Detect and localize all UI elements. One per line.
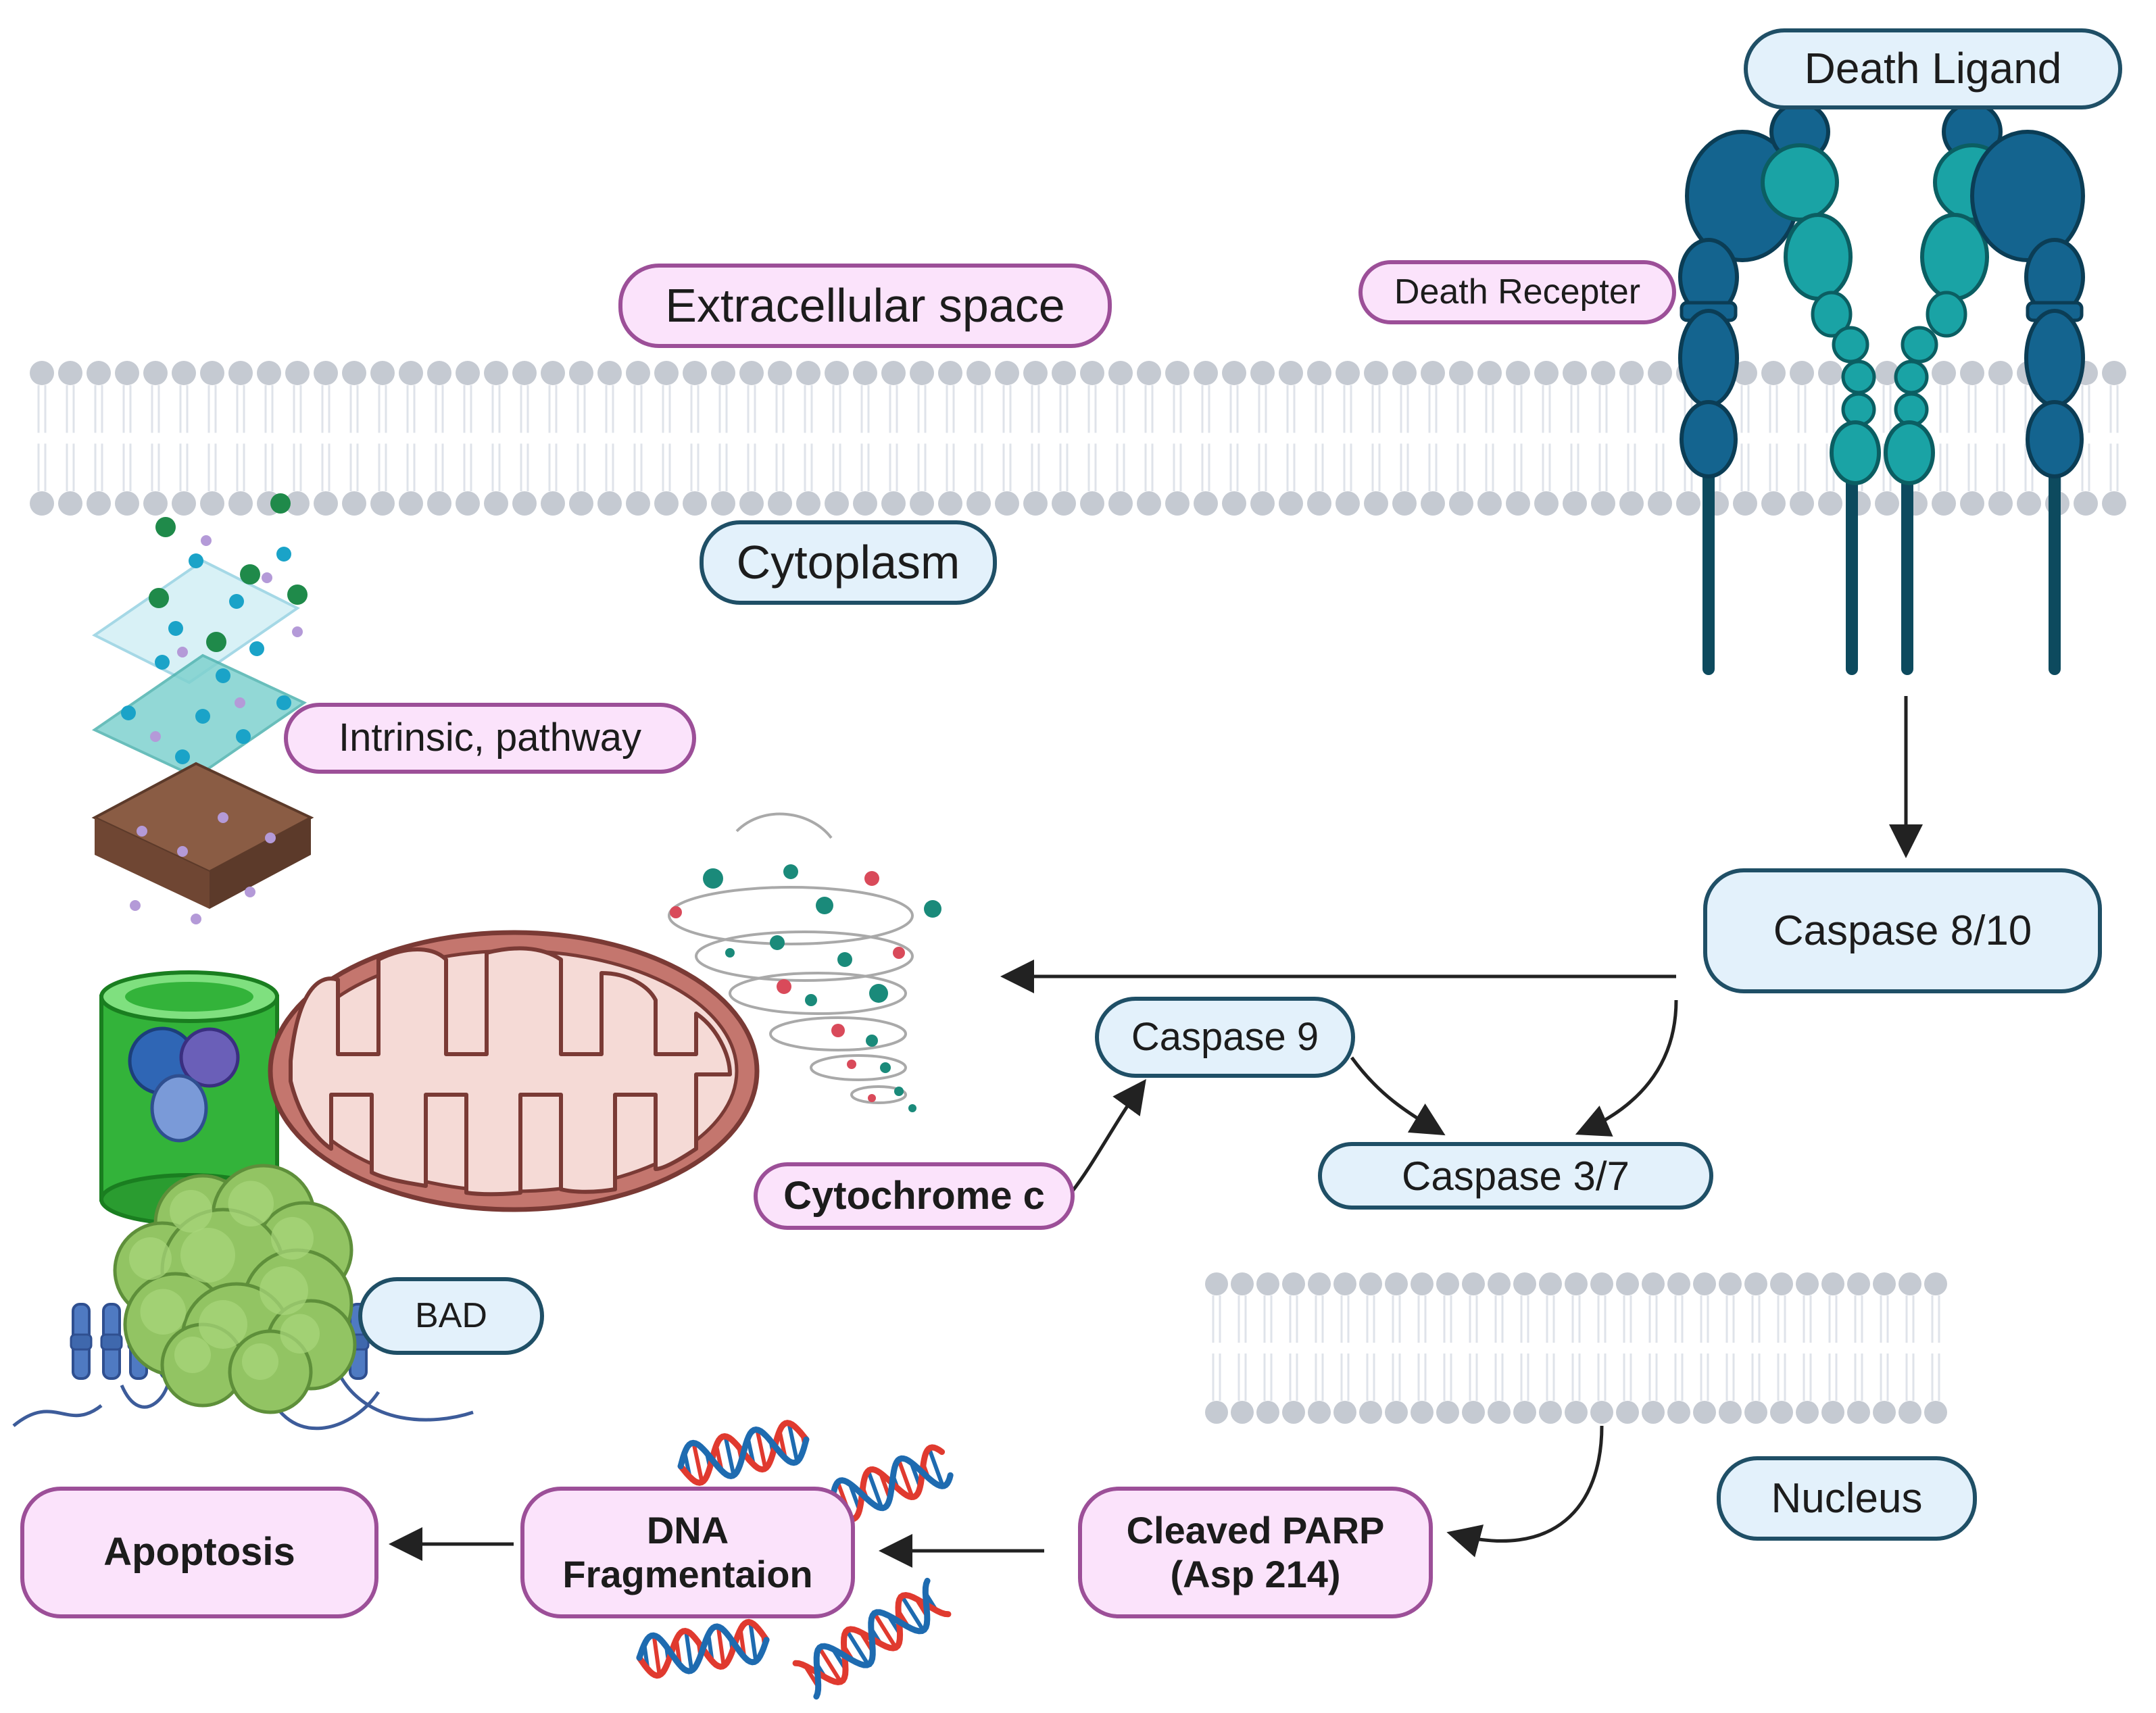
apoptosis-label: Apoptosis bbox=[20, 1487, 378, 1618]
cytoplasm-label: Cytoplasm bbox=[700, 520, 997, 605]
caspase-8-10-label: Caspase 8/10 bbox=[1703, 868, 2102, 993]
arrow-nucleus-to-parp bbox=[1446, 1425, 1604, 1558]
arrows bbox=[389, 696, 1923, 1568]
cytochrome-c-label: Cytochrome c bbox=[754, 1162, 1075, 1230]
tissue-layers-icon bbox=[91, 493, 314, 924]
death-receptor-label: Death Recepter bbox=[1358, 260, 1676, 324]
caspase-3-7-label: Caspase 3/7 bbox=[1318, 1142, 1713, 1210]
caspase-9-label: Caspase 9 bbox=[1095, 997, 1355, 1078]
protein-complex-icon bbox=[113, 1164, 357, 1414]
intrinsic-pathway-label: Intrinsic, pathway bbox=[284, 703, 696, 774]
cleaved-parp-label: Cleaved PARP (Asp 214) bbox=[1078, 1487, 1433, 1618]
death-ligand-label: Death Ligand bbox=[1744, 28, 2122, 109]
arrow-cytochrome-to-caspase9 bbox=[1070, 1078, 1146, 1194]
dna-helix-icon bbox=[636, 1420, 954, 1700]
cytochrome-swirl-icon bbox=[668, 812, 941, 1112]
nucleus-label: Nucleus bbox=[1717, 1456, 1977, 1541]
mitochondrion-icon bbox=[268, 930, 760, 1212]
nuclear-membrane-icon bbox=[1205, 1272, 1947, 1424]
arrow-caspase9-to-caspase37 bbox=[1350, 1056, 1446, 1136]
arrow-caspase8-to-caspase37 bbox=[1575, 999, 1678, 1137]
extracellular-space-label: Extracellular space bbox=[618, 264, 1112, 348]
cell-membrane-icon bbox=[30, 361, 2126, 516]
death-receptor-icon bbox=[1678, 101, 2085, 675]
dna-fragmentation-label: DNA Fragmentaion bbox=[520, 1487, 855, 1618]
bad-label: BAD bbox=[358, 1277, 544, 1355]
